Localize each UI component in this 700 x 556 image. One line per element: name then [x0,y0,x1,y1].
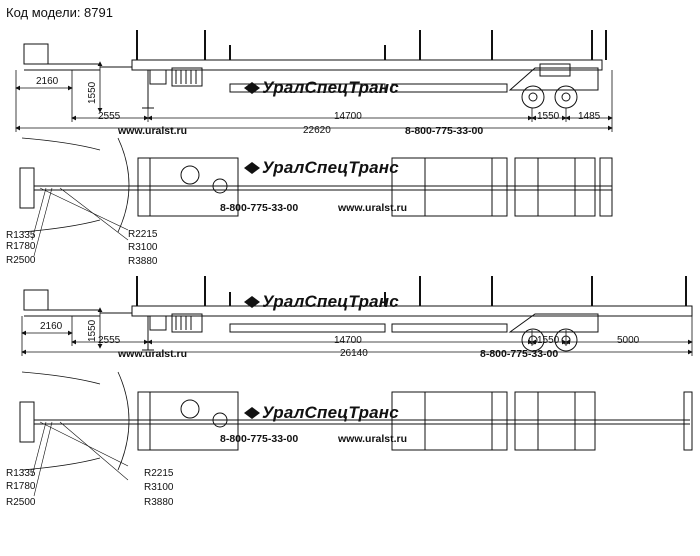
logo-mark-icon [244,82,260,419]
view2-radius-r2215: R2215 [128,229,158,240]
view4-radius-r3100: R3100 [144,482,174,493]
view4-logo-text: УралСпецТранс [262,403,399,422]
view1-dim-overhang: 2160 [36,76,59,87]
view2-radius-r3880: R3880 [128,256,158,267]
view4-radius-r1780: R1780 [6,481,36,492]
view1-dim-total: 22620 [303,125,331,136]
view1-dimension-lines [15,61,613,132]
view2-logo-text: УралСпецТранс [262,158,399,177]
view3-dim-d3: 1550 [537,335,560,346]
view4-radius-r1335: R1335 [6,468,36,479]
view3-side-view [23,276,693,352]
view1-logo-text: УралСпецТранс [262,78,399,97]
model-code-label: Код модели: 8791 [6,5,113,20]
view1-dim-d1: 2555 [98,111,121,122]
view1-site: www.uralst.ru [118,125,188,137]
view4-phone: 8-800-775-33-00 [220,433,299,445]
view2-radius-r1780: R1780 [6,241,36,252]
view3-dim-d2: 14700 [334,335,362,346]
view1-dim-d2: 14700 [334,111,362,122]
view1-dim-d3: 1550 [537,111,560,122]
view3-dim-overhang: 2160 [40,321,63,332]
view3-dim-d4: 5000 [617,335,640,346]
view2-top-view [19,137,613,257]
view2-radius-r3100: R3100 [128,242,158,253]
view2-phone: 8-800-775-33-00 [220,202,299,214]
view3-dim-height: 1550 [87,319,98,342]
view1-dim-height: 1550 [87,81,98,104]
view2-radius-r1335: R1335 [6,230,36,241]
view1-phone: 8-800-775-33-00 [405,125,484,137]
view3-site: www.uralst.ru [118,348,188,360]
view4-top-view [19,371,693,497]
view1-side-view [23,30,607,109]
view4-radius-r3880: R3880 [144,497,174,508]
view3-phone: 8-800-775-33-00 [480,348,559,360]
view3-logo-text: УралСпецТранс [262,292,399,311]
view4-radius-r2500: R2500 [6,497,36,508]
view3-dim-total: 26140 [340,348,368,359]
view3-dimension-lines [21,307,693,356]
view3-dim-d1: 2555 [98,335,121,346]
view1-dim-d4: 1485 [578,111,601,122]
view4-radius-r2215: R2215 [144,468,174,479]
view4-site: www.uralst.ru [338,433,408,445]
view2-site: www.uralst.ru [338,202,408,214]
view2-radius-r2500: R2500 [6,255,36,266]
